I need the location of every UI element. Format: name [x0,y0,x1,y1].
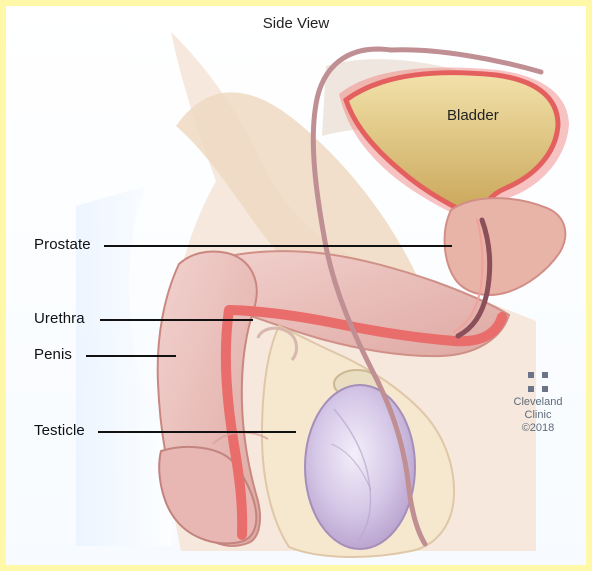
penis-leader-line [86,355,176,357]
urethra-leader-line [100,319,253,321]
logo-line-3: ©2018 [506,422,570,435]
testicle-label: Testicle [34,422,85,439]
diagram-title: Side View [6,15,586,32]
diagram-frame: Side View Bladder Prostate Urethra Penis… [6,6,586,565]
bladder-label: Bladder [447,107,499,124]
logo-mark-icon [528,372,548,392]
urethra-label: Urethra [34,310,85,327]
penis-label: Penis [34,346,72,363]
cleveland-clinic-logo: Cleveland Clinic ©2018 [506,372,570,435]
logo-line-1: Cleveland [506,396,570,409]
testicle-leader-line [98,431,296,433]
testicle-shape [305,385,415,549]
prostate-label: Prostate [34,236,91,253]
anatomy-illustration [6,6,586,565]
logo-line-2: Clinic [506,409,570,422]
prostate-leader-line [104,245,452,247]
